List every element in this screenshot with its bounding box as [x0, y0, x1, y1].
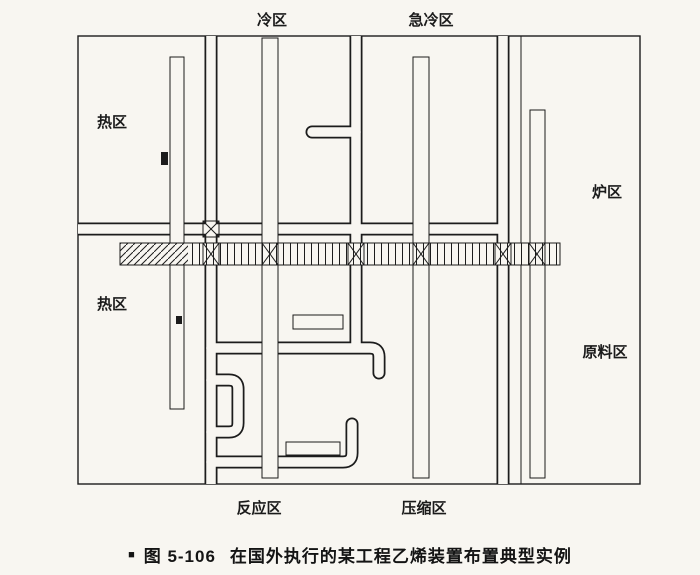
label-hot-zone-lower: 热区	[97, 295, 127, 313]
crossing-brace	[347, 242, 365, 266]
label-raw-material-zone: 原料区	[582, 343, 627, 361]
crossing-brace	[261, 242, 279, 266]
label-hot-zone-upper: 热区	[97, 113, 127, 131]
label-furnace-zone: 炉区	[592, 183, 622, 201]
label-reaction-zone: 反应区	[236, 499, 281, 517]
label-compression-zone: 压缩区	[401, 499, 446, 517]
left-pipe-rack	[169, 56, 185, 410]
crossing-brace	[412, 242, 430, 266]
figure-number: 图 5-106	[143, 547, 216, 566]
central-pipe-rack	[119, 242, 561, 266]
crossing-brace	[202, 220, 220, 238]
equipment-block	[292, 314, 344, 330]
crossing-braces	[202, 220, 546, 266]
furnace-zone-pipe-rack	[529, 109, 546, 479]
crossing-brace	[494, 242, 512, 266]
label-cold-zone: 冷区	[257, 11, 287, 29]
figure-title: 在国外执行的某工程乙烯装置布置典型实例	[229, 547, 572, 566]
quench-zone-pipe-rack	[412, 56, 430, 479]
label-quench-zone: 急冷区	[408, 11, 453, 29]
crossing-brace	[202, 242, 220, 266]
solid-marker	[161, 152, 168, 165]
figure-caption: ■ 图 5-106 在国外执行的某工程乙烯装置布置典型实例	[0, 542, 700, 567]
solid-marker	[176, 316, 182, 324]
caption-bullet-icon: ■	[128, 548, 135, 561]
equipment-block	[285, 441, 341, 456]
crossing-brace	[528, 242, 546, 266]
